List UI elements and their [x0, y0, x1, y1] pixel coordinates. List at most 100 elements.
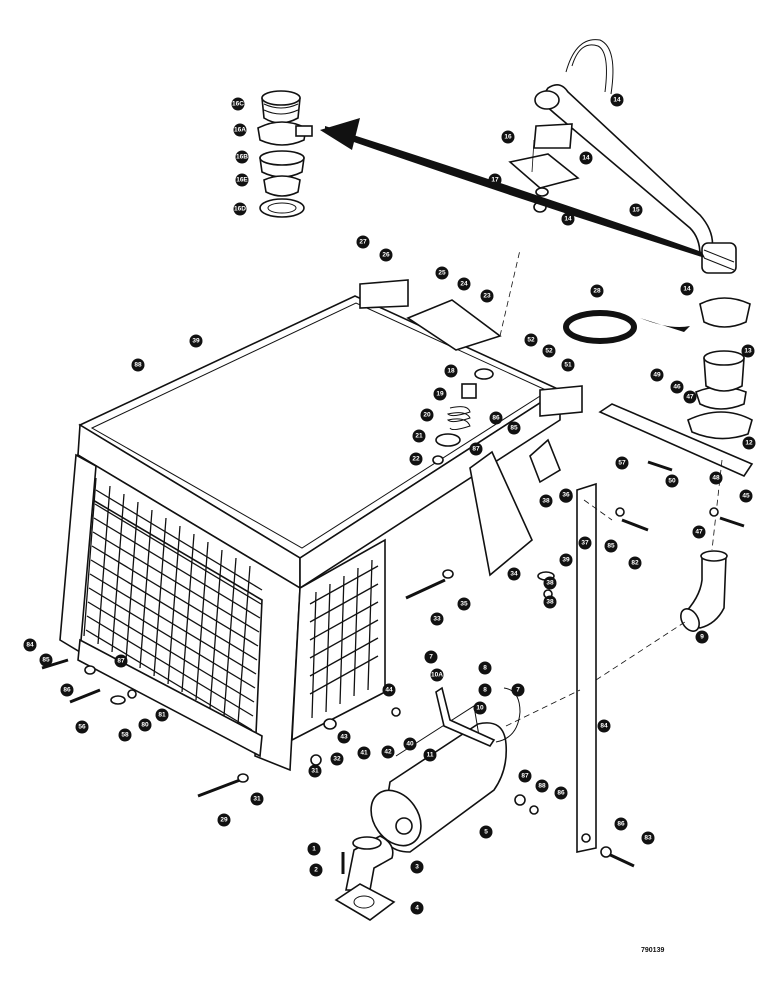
callout-badge: [435, 266, 449, 280]
callout-badge: [741, 344, 755, 358]
callout-label: 85: [42, 657, 50, 664]
curved-arrow: [325, 126, 705, 258]
callout-38: 38: [543, 576, 557, 590]
callout-16b: 16B: [235, 150, 249, 164]
callout-label: 81: [158, 712, 166, 719]
callout-80: 80: [138, 718, 152, 732]
callout-16a: 16A: [233, 123, 247, 137]
callout-label: 58: [121, 732, 129, 739]
callout-14: 14: [561, 212, 575, 226]
callout-badge: [683, 390, 697, 404]
gasket-arrow: [640, 318, 690, 332]
callout-badge: [680, 282, 694, 296]
callout-badge: [628, 556, 642, 570]
callout-label: 39: [562, 557, 570, 564]
callout-badge: [561, 212, 575, 226]
callout-badge: [479, 825, 493, 839]
callout-25: 25: [435, 266, 449, 280]
callout-badge: [629, 203, 643, 217]
callout-badge: [478, 661, 492, 675]
callout-badge: [337, 730, 351, 744]
callout-label: 20: [423, 412, 431, 419]
callout-label: 31: [253, 796, 261, 803]
callout-34: 34: [507, 567, 521, 581]
callout-label: 3: [415, 864, 419, 871]
callout-badge: [518, 769, 532, 783]
callout-badge: [604, 539, 618, 553]
callout-31: 31: [308, 764, 322, 778]
callout-badge: [379, 248, 393, 262]
callout-label: 14: [564, 216, 572, 223]
callout-14: 14: [680, 282, 694, 296]
callout-label: 32: [333, 756, 341, 763]
callout-badge: [692, 525, 706, 539]
callout-label: 42: [384, 749, 392, 756]
callout-badge: [309, 863, 323, 877]
callout-label: 16: [504, 134, 512, 141]
callout-badge: [403, 737, 417, 751]
callout-16c: 16C: [231, 97, 245, 111]
callout-label: 86: [63, 687, 71, 694]
callout-42: 42: [381, 745, 395, 759]
callout-badge: [578, 536, 592, 550]
gasket-ring: [563, 310, 637, 344]
callout-22: 22: [409, 452, 423, 466]
callout-badge: [579, 151, 593, 165]
callout-84: 84: [597, 719, 611, 733]
side-wire-mesh: [309, 559, 379, 719]
callout-label: 11: [427, 752, 434, 759]
callout-badge: [478, 683, 492, 697]
callout-label: 87: [117, 658, 125, 665]
callout-badge: [381, 745, 395, 759]
callout-9: 9: [695, 630, 709, 644]
callout-badge: [357, 746, 371, 760]
callout-label: 80: [141, 722, 149, 729]
callout-badge: [489, 411, 503, 425]
callout-39: 39: [189, 334, 203, 348]
callout-label: 18: [447, 368, 455, 375]
callout-85: 85: [507, 421, 521, 435]
callout-86: 86: [614, 817, 628, 831]
callout-badge: [457, 597, 471, 611]
hood-top-panel: [77, 295, 562, 590]
callout-label: 34: [510, 571, 518, 578]
callout-label: 14: [582, 155, 590, 162]
callout-45: 45: [739, 489, 753, 503]
callout-49: 49: [650, 368, 664, 382]
callout-label: 14: [613, 97, 621, 104]
callout-18: 18: [444, 364, 458, 378]
spring-mount: [432, 368, 494, 465]
callout-label: 83: [644, 835, 652, 842]
callout-label: 87: [521, 773, 529, 780]
callout-11: 11: [423, 748, 437, 762]
callout-badge: [597, 719, 611, 733]
callout-26: 26: [379, 248, 393, 262]
callout-56: 56: [75, 720, 89, 734]
callout-badge: [507, 567, 521, 581]
exhaust-elbow: [680, 550, 728, 632]
callout-badge: [709, 471, 723, 485]
callout-4: 4: [410, 901, 424, 915]
callout-badge: [641, 831, 655, 845]
callout-47: 47: [683, 390, 697, 404]
callout-badge: [507, 421, 521, 435]
callout-badge: [39, 653, 53, 667]
callout-label: 49: [653, 372, 661, 379]
callout-84: 84: [23, 638, 37, 652]
callout-label: 31: [311, 768, 319, 775]
callout-52: 52: [542, 344, 556, 358]
callout-label: 46: [673, 384, 681, 391]
callout-badge: [231, 97, 245, 111]
callout-badge: [535, 779, 549, 793]
callout-label: 10: [476, 705, 484, 712]
callout-13: 13: [741, 344, 755, 358]
callout-badge: [330, 752, 344, 766]
callout-label: 87: [472, 446, 480, 453]
front-wire-mesh: [83, 477, 263, 731]
callout-badge: [235, 173, 249, 187]
callout-28: 28: [590, 284, 604, 298]
callout-label: 19: [436, 391, 444, 398]
callout-badge: [410, 901, 424, 915]
callout-50: 50: [665, 474, 679, 488]
